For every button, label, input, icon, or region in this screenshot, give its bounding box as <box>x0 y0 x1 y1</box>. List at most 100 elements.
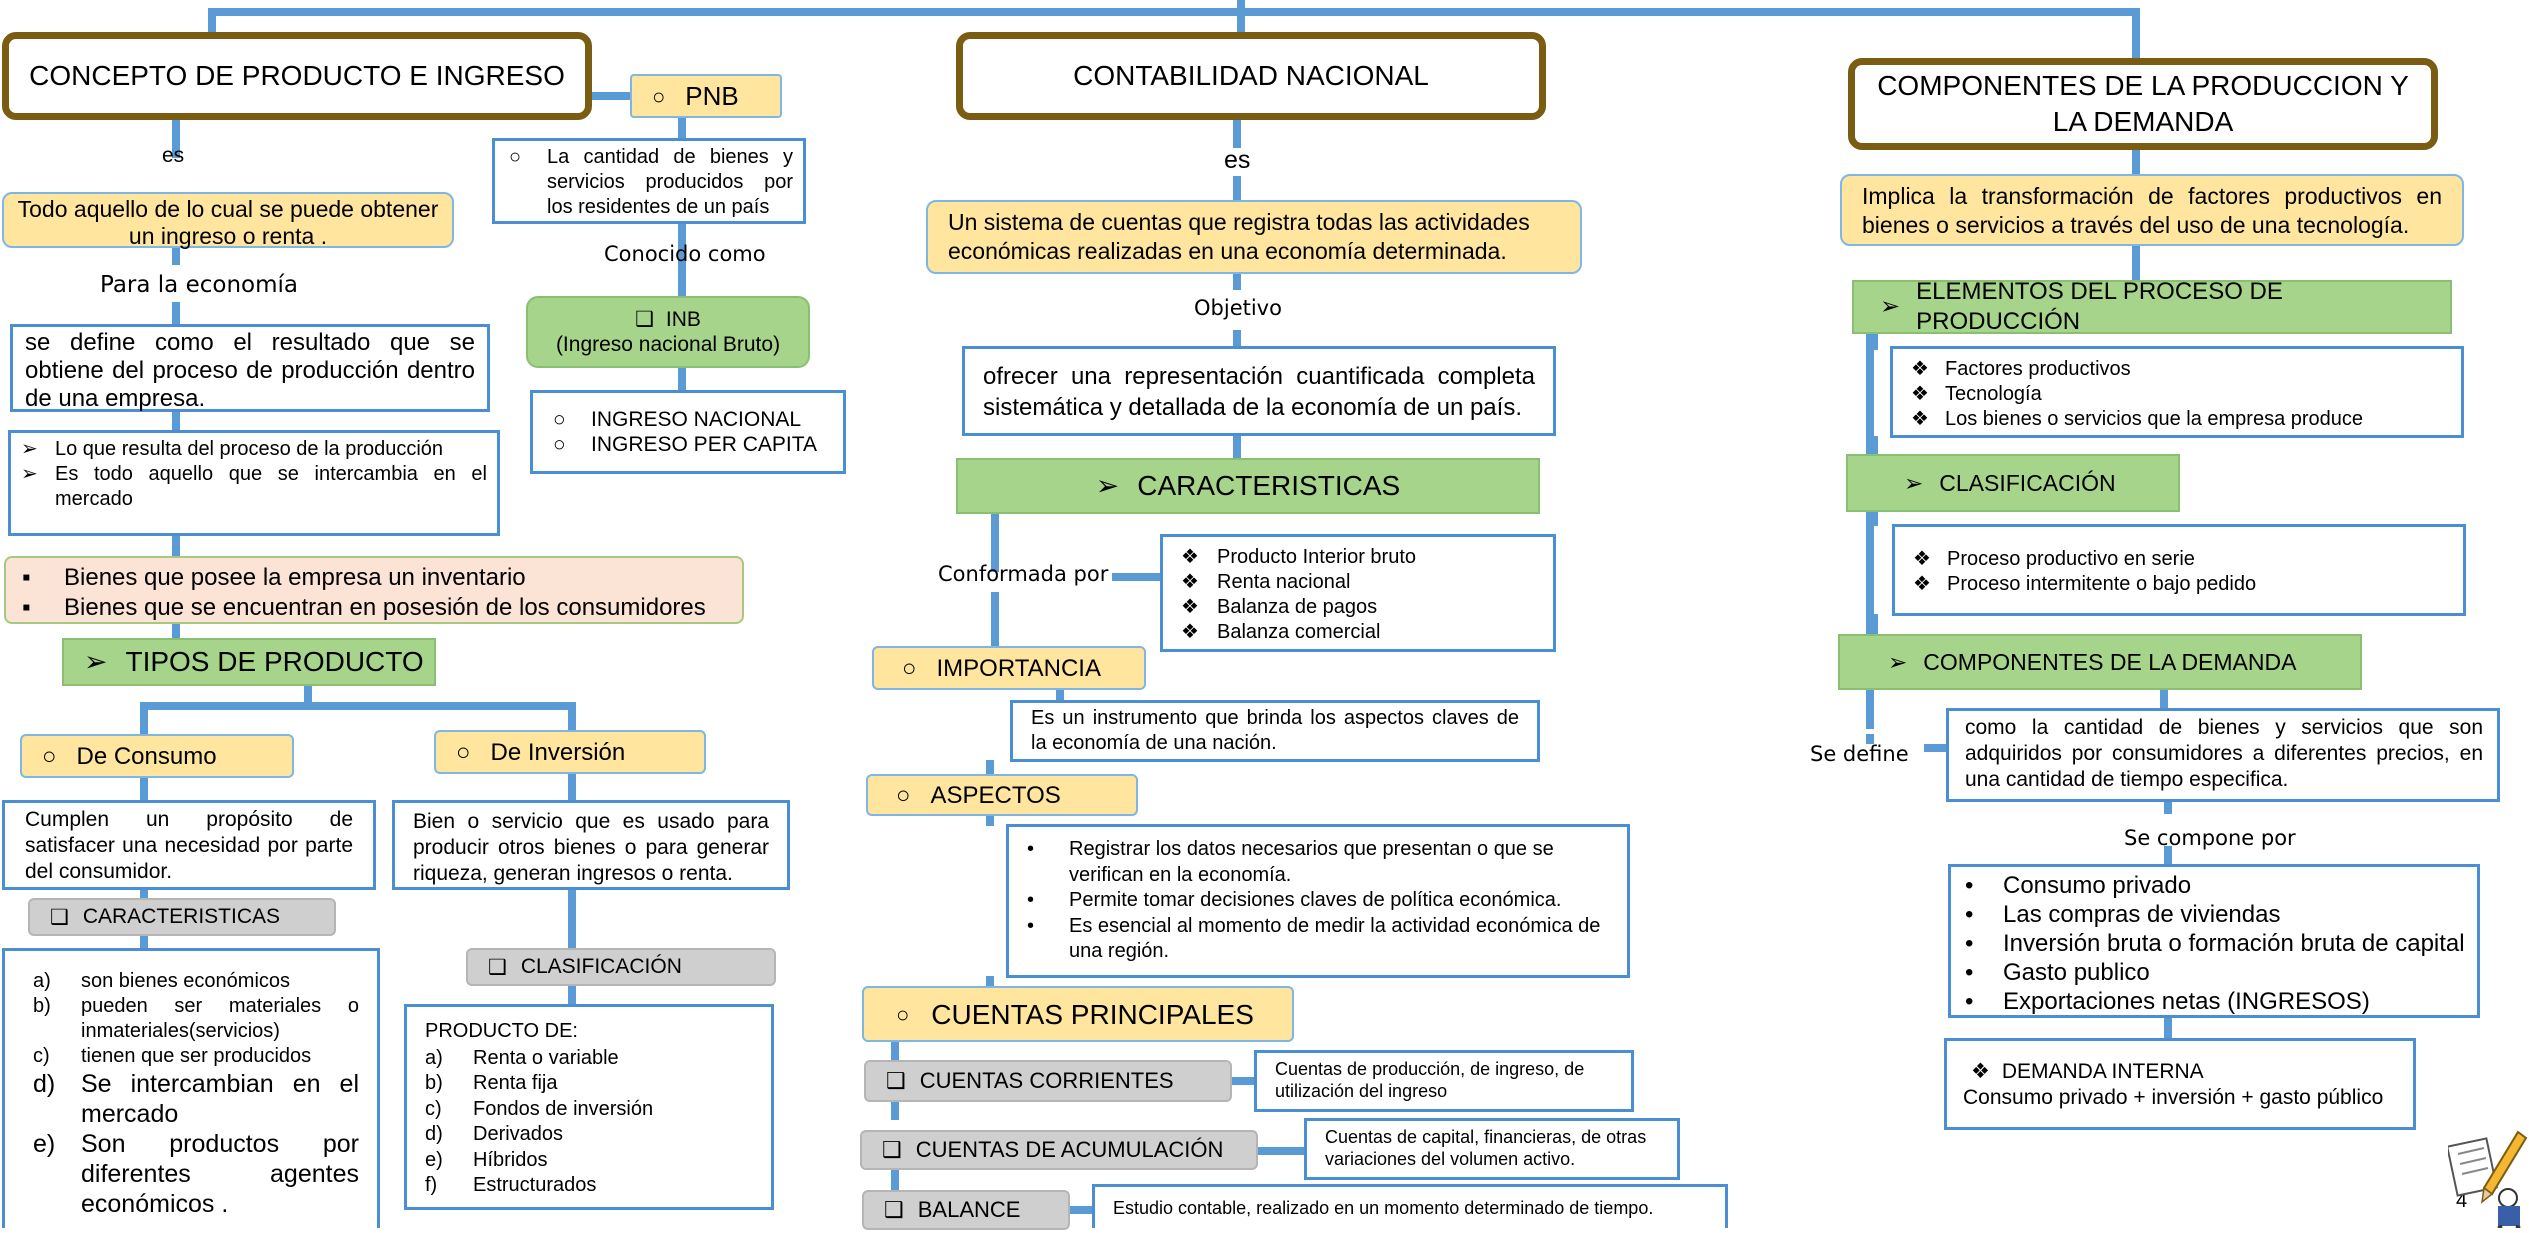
diamond-icon: ❖ <box>1911 383 1929 405</box>
left-bullet-text: Es todo aquello que se intercambia en el… <box>55 463 487 510</box>
middle-caracteristicas-header: ➢ CARACTERISTICAS <box>956 458 1540 514</box>
circle-bullet-icon: ○ <box>456 738 471 766</box>
inversion-item-text: Híbridos <box>473 1148 548 1171</box>
square-icon: ❑ <box>882 1137 902 1162</box>
square-bullet-icon: ▪ <box>22 594 31 621</box>
inversion-item: c)Fondos de inversión <box>425 1097 757 1123</box>
left-definition: Todo aquello de lo cual se puede obtener… <box>2 192 454 249</box>
demanda-header: ➢ COMPONENTES DE LA DEMANDA <box>1838 634 2362 690</box>
circle-bullet-icon: ○ <box>652 83 666 109</box>
inversion-desc-text: Bien o servicio que es usado para produc… <box>413 810 769 885</box>
inversion-item: d)Derivados <box>425 1122 757 1148</box>
consumo-item: e)Son productos por diferentes agentes e… <box>33 1129 359 1219</box>
consumo-caracteristicas-label: CARACTERISTICAS <box>82 905 281 928</box>
conformada-label: Conformada por <box>938 562 1109 586</box>
cuentas-acumulacion-box: Cuentas de capital, financieras, de otra… <box>1304 1118 1680 1180</box>
objetivo-box: ofrecer una representación cuantificada … <box>962 346 1556 436</box>
circle-bullet-icon: ○ <box>509 146 522 168</box>
square-icon: ❑ <box>886 1068 906 1093</box>
item-marker: b) <box>425 1072 443 1094</box>
cuentas-corrientes-label: CUENTAS CORRIENTES <box>919 1068 1174 1093</box>
bullet-icon: • <box>1965 959 1974 986</box>
conformada-item-text: Renta nacional <box>1217 571 1351 593</box>
compone-item: •Gasto publico <box>1965 958 2467 987</box>
inversion-item-text: Fondos de inversión <box>473 1097 654 1120</box>
diamond-icon: ❖ <box>1911 358 1929 380</box>
elemento-item: ❖ Tecnología <box>1911 382 2451 407</box>
diamond-icon: ❖ <box>1913 573 1931 595</box>
elemento-text: Los bienes o servicios que la empresa pr… <box>1945 408 2364 430</box>
compone-item: •Consumo privado <box>1965 871 2467 900</box>
arrow-icon: ➢ <box>1904 470 1924 496</box>
de-inversion-header: ○ De Inversión <box>434 730 706 774</box>
aspecto-text: Registrar los datos necesarios que prese… <box>1069 838 1554 886</box>
arrow-icon: ➢ <box>21 463 38 485</box>
aspectos-header: ○ ASPECTOS <box>866 774 1138 816</box>
page-number: 4 <box>2456 1190 2468 1212</box>
ingresos-box: ○INGRESO NACIONAL ○INGRESO PER CAPITA <box>530 390 846 474</box>
clasificacion-text: Proceso intermitente o bajo pedido <box>1947 573 2257 595</box>
circle-bullet-icon: ○ <box>902 654 917 682</box>
diamond-icon: ❖ <box>1971 1060 1990 1083</box>
left-definition-text: Todo aquello de lo cual se puede obtener… <box>17 196 439 249</box>
square-icon: ❑ <box>488 955 507 979</box>
balance-text: Estudio contable, realizado en un moment… <box>1113 1198 1654 1218</box>
left-bullet-item: ➢ Es todo aquello que se intercambia en e… <box>21 462 487 512</box>
right-clasificacion-header: ➢ CLASIFICACIÓN <box>1846 454 2180 512</box>
de-inversion-label: De Inversión <box>490 738 626 766</box>
conformada-item: ❖Balanza comercial <box>1181 620 1543 645</box>
left-bullet-text: Lo que resulta del proceso de la producc… <box>55 438 444 460</box>
importancia-header: ○ IMPORTANCIA <box>872 646 1146 690</box>
elementos-box: ❖Factores productivos ❖Tecnología ❖Los b… <box>1890 346 2464 438</box>
consumo-item: c)tienen que ser producidos <box>33 1044 359 1069</box>
inversion-items-box: PRODUCTO DE: a)Renta o variable b)Renta … <box>404 1004 774 1210</box>
conformada-item-text: Producto Interior bruto <box>1217 546 1416 568</box>
consumo-item-text: tienen que ser producidos <box>81 1045 312 1067</box>
aspecto-item: •Registrar los datos necesarios que pres… <box>1027 837 1609 888</box>
bienes-item: ▪Bienes que se encuentran en posesión de… <box>22 593 726 623</box>
balance-header: ❑ BALANCE <box>862 1190 1070 1230</box>
arrow-icon: ➢ <box>84 646 108 677</box>
item-marker: e) <box>33 1130 56 1158</box>
elemento-item: ❖Los bienes o servicios que la empresa p… <box>1911 407 2451 432</box>
pencil-figure-icon <box>2446 1124 2529 1230</box>
middle-es-label: es <box>1224 146 1251 174</box>
elemento-text: Tecnología <box>1945 383 2042 405</box>
bullet-icon: • <box>1965 988 1974 1015</box>
consumo-caracteristicas-header: ❑ CARACTERISTICAS <box>28 898 336 936</box>
conformada-item-text: Balanza de pagos <box>1217 596 1378 618</box>
conformada-item: ❖Renta nacional <box>1181 570 1543 595</box>
cuentas-corrientes-header: ❑ CUENTAS CORRIENTES <box>864 1060 1232 1102</box>
cuentas-principales-header: ○ CUENTAS PRINCIPALES <box>862 986 1294 1042</box>
circle-bullet-icon: ○ <box>896 781 911 809</box>
clasificacion-text: Proceso productivo en serie <box>1947 548 2195 570</box>
inversion-item-text: Renta fija <box>473 1072 558 1094</box>
compone-text: Las compras de viviendas <box>2003 901 2281 928</box>
demanda-label: COMPONENTES DE LA DEMANDA <box>1923 649 2297 675</box>
bullet-icon: • <box>1027 889 1035 911</box>
componentes-title-text: COMPONENTES DE LA PRODUCCION Y LA DEMAND… <box>1877 70 2409 137</box>
middle-definition: Un sistema de cuentas que registra todas… <box>926 200 1582 274</box>
compone-item: •Las compras de viviendas <box>1965 900 2467 929</box>
pnb-desc-item: ○La cantidad de bienes y servicios produ… <box>509 145 793 220</box>
ingreso-item: ○INGRESO NACIONAL <box>553 407 833 432</box>
right-clasificacion-label: CLASIFICACIÓN <box>1939 470 2116 496</box>
compone-item: •Exportaciones netas (INGRESOS) <box>1965 987 2467 1016</box>
conocido-como-label: Conocido como <box>604 242 766 266</box>
inversion-desc-box: Bien o servicio que es usado para produc… <box>392 800 790 890</box>
inversion-clasificacion-header: ❑ CLASIFICACIÓN <box>466 948 776 986</box>
circle-bullet-icon: ○ <box>42 742 57 770</box>
de-consumo-label: De Consumo <box>76 742 217 770</box>
item-marker: e) <box>425 1148 443 1171</box>
consumo-item-text: pueden ser materiales o inmateriales(ser… <box>81 995 359 1042</box>
bienes-item: ▪Bienes que posee la empresa un inventar… <box>22 563 726 593</box>
diamond-icon: ❖ <box>1913 548 1931 570</box>
importancia-box: Es un instrumento que brinda los aspecto… <box>1010 700 1540 762</box>
economia-definition-box: se define como el resultado que se obtie… <box>10 324 490 412</box>
inb-subtitle: (Ingreso nacional Bruto) <box>555 333 781 356</box>
arrow-icon: ➢ <box>1880 293 1901 320</box>
item-marker: b) <box>33 995 51 1017</box>
inb-title: INB <box>665 308 701 331</box>
pnb-header: ○ PNB <box>630 74 782 118</box>
demanda-interna-row: ❖DEMANDA INTERNA <box>1963 1059 2403 1085</box>
